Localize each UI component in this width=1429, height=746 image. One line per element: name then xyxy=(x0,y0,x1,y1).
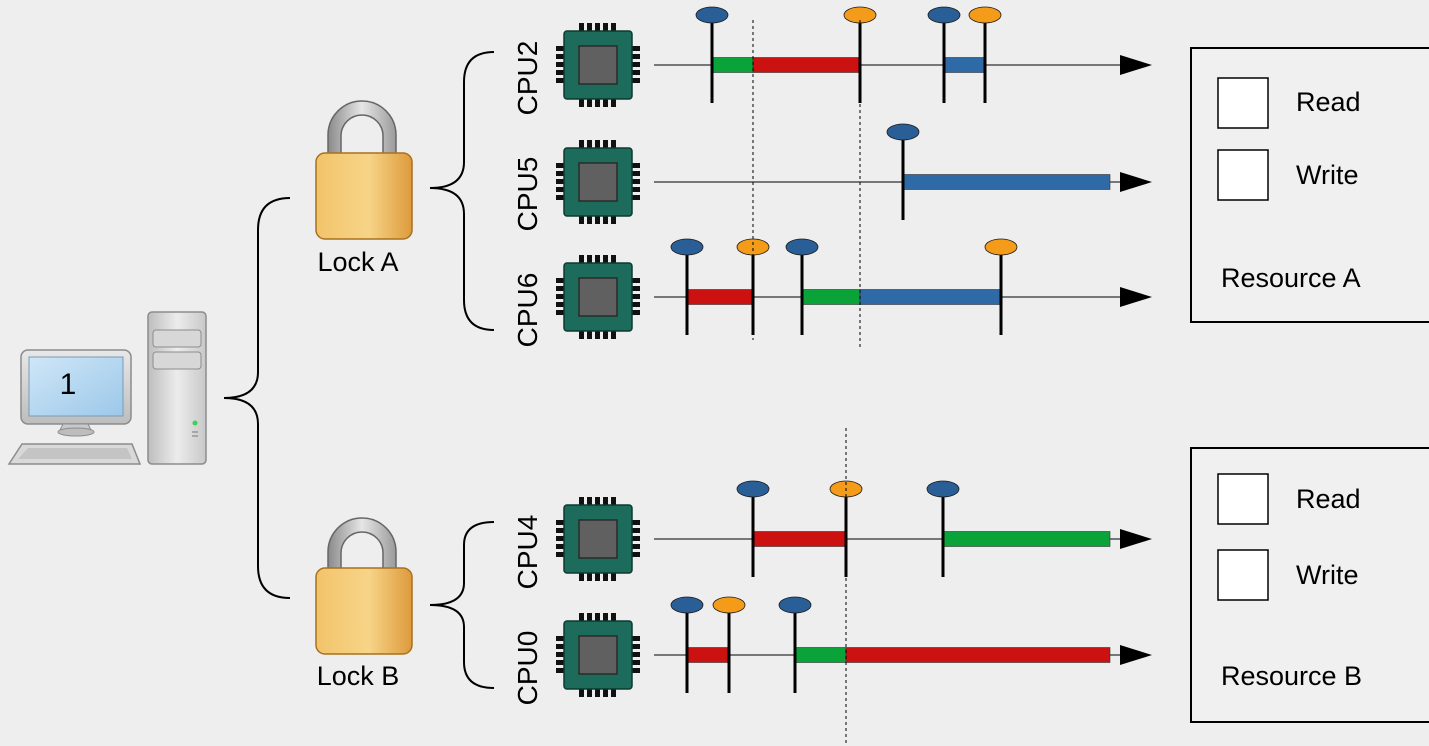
cpu6-segment-blue-2 xyxy=(859,289,1002,305)
resource-b-write-label: Write xyxy=(1296,560,1359,590)
resource-a-read-label: Read xyxy=(1296,87,1361,117)
cpu0-acquire-marker-2 xyxy=(778,596,812,614)
cpu0-segment-red-2 xyxy=(845,647,1111,663)
cpu4-arrow-icon xyxy=(1120,529,1152,549)
cpu4-acquire-marker-0 xyxy=(736,480,770,498)
cpu0-segment-red-0 xyxy=(686,647,730,663)
cpu5-chip-icon xyxy=(556,140,640,224)
cpu6-segment-green-1 xyxy=(802,289,861,305)
cpu0-chip-icon xyxy=(556,613,640,697)
cpu5-segment-blue-0 xyxy=(903,174,1111,190)
cpu0-segment-green-1 xyxy=(795,647,847,663)
computer-screen-label: 1 xyxy=(60,368,77,401)
cpu6-release-marker-3 xyxy=(984,238,1018,256)
resource-b-name: Resource B xyxy=(1221,661,1362,691)
lock-b-label: Lock B xyxy=(317,661,400,691)
cpu2-acquire-marker-2 xyxy=(927,6,961,24)
cpu4-segment-green-1 xyxy=(943,531,1111,547)
cpu0-release-marker-1 xyxy=(712,596,746,614)
cpu2-release-marker-3 xyxy=(968,6,1002,24)
cpu6-chip-icon xyxy=(556,255,640,339)
cpu2-arrow-icon xyxy=(1120,55,1152,75)
cpu5-arrow-icon xyxy=(1120,172,1152,192)
cpu2-segment-green-0 xyxy=(711,57,754,73)
cpu6-release-marker-1 xyxy=(736,238,770,256)
main-brace xyxy=(223,197,291,599)
lock-a-icon xyxy=(315,100,413,240)
resource-a-write-checkbox[interactable] xyxy=(1217,149,1269,201)
cpu0-label: CPU0 xyxy=(512,631,543,706)
cpu2-acquire-marker-0 xyxy=(695,6,729,24)
resource-b-box: Read Write Resource B xyxy=(1190,447,1429,723)
resource-b-read-checkbox[interactable] xyxy=(1217,473,1269,525)
lock-b-brace xyxy=(429,521,495,689)
resource-a-read-checkbox[interactable] xyxy=(1217,77,1269,129)
cpu4-label: CPU4 xyxy=(512,515,543,590)
cpu2-segment-blue-2 xyxy=(944,57,986,73)
cpu6-acquire-marker-2 xyxy=(785,238,819,256)
cpu0-arrow-icon xyxy=(1120,645,1152,665)
cpu2-segment-red-1 xyxy=(752,57,861,73)
cpu6-arrow-icon xyxy=(1120,287,1152,307)
cpu2-label: CPU2 xyxy=(512,41,543,116)
cpu4-segment-red-0 xyxy=(753,531,847,547)
cpu4-acquire-marker-2 xyxy=(926,480,960,498)
cpu6-acquire-marker-0 xyxy=(670,238,704,256)
resource-a-write-label: Write xyxy=(1296,160,1359,190)
resource-b-write-checkbox[interactable] xyxy=(1217,549,1269,601)
cpu6-label: CPU6 xyxy=(512,273,543,348)
lock-a-brace xyxy=(429,51,495,331)
cpu5-label: CPU5 xyxy=(512,157,543,232)
resource-a-name: Resource A xyxy=(1221,263,1361,293)
cpu4-chip-icon xyxy=(556,497,640,581)
cpu5-acquire-marker-0 xyxy=(886,123,920,141)
cpu0-acquire-marker-0 xyxy=(670,596,704,614)
lock-a-label: Lock A xyxy=(317,247,398,277)
resource-a-box: Read Write Resource A xyxy=(1190,47,1429,323)
lock-b-icon xyxy=(315,517,413,655)
cpu2-chip-icon xyxy=(556,23,640,107)
computer-icon: 1 xyxy=(7,311,207,465)
cpu6-segment-red-0 xyxy=(686,289,754,305)
resource-b-read-label: Read xyxy=(1296,484,1361,514)
